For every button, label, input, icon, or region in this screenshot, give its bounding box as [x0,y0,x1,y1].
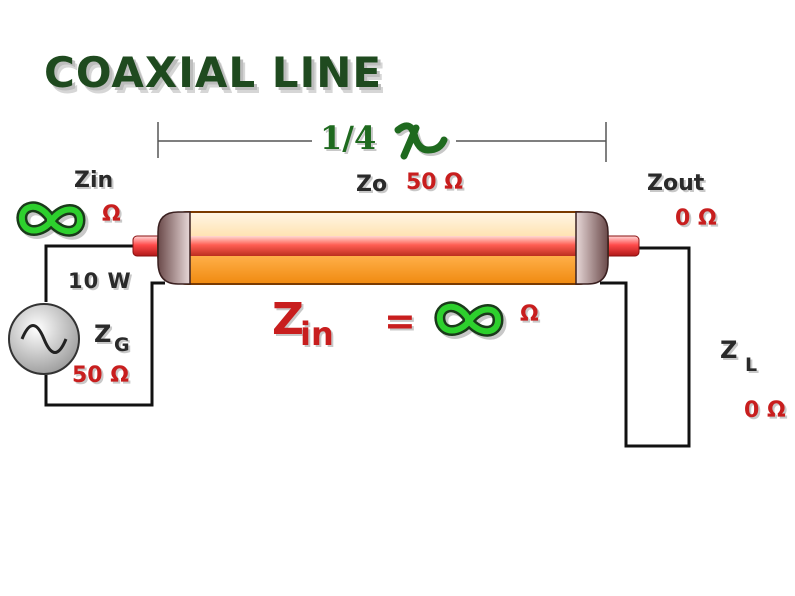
formula-subscript: in [300,315,334,353]
zl-value: 0 Ω [744,398,786,423]
zin-label: Zin [74,168,114,193]
coax-body [157,211,609,285]
zout-value: 0 Ω [675,206,717,231]
infinity-icon-formula [434,301,507,340]
sine-wave-icon [20,324,68,354]
zg-subscript: G [114,334,130,356]
zin-unit: Ω [102,202,121,227]
length-dimension [157,122,607,162]
zo-label: Zo [356,172,388,197]
length-label: 1/4 [320,119,377,157]
circuit-wires [44,244,691,448]
infinity-icon-input [16,201,89,240]
formula-unit: Ω [520,302,539,327]
zl-subscript: L [745,354,758,376]
signal-generator [8,303,80,375]
source-top-wire [44,244,135,302]
zg-label: Z [94,320,112,348]
zg-value: 50 Ω [72,363,129,388]
zl-label: Z [720,336,738,364]
formula-equals: = [384,299,416,343]
lambda-icon [394,122,450,160]
load-top-wire [600,246,691,448]
source-bottom-wire [44,281,165,407]
source-power: 10 W [68,269,132,293]
zo-value: 50 Ω [406,170,463,195]
formula-z: Z [272,294,304,345]
zout-label: Zout [647,171,705,196]
page-title: COAXIAL LINE [44,48,383,97]
